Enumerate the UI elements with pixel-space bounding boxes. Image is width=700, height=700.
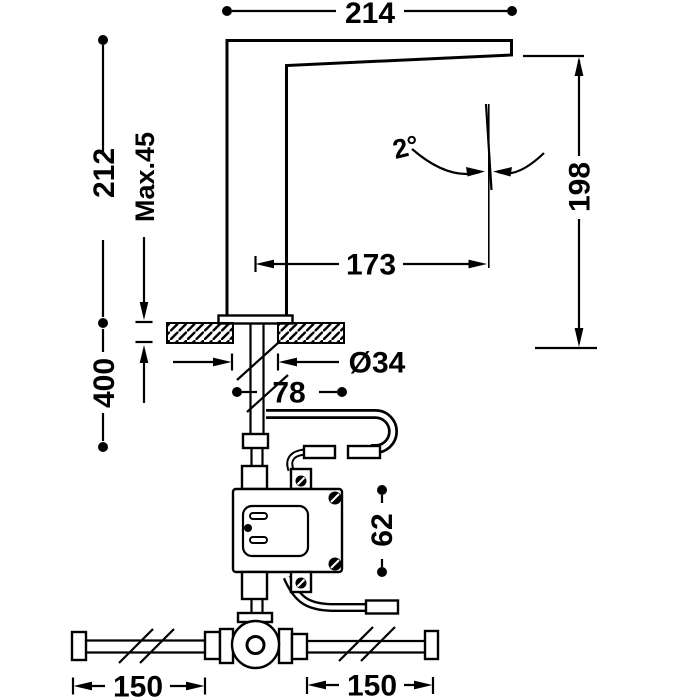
faucet-base-plate [217,314,294,325]
cover-dot [244,524,252,532]
dim-hose-offset: 78 [232,377,347,410]
dim-214-label: 214 [345,0,395,30]
dim-78-label: 78 [272,377,305,410]
box-inlet [240,464,269,491]
hose-coupler [241,432,270,450]
dim-hole-diameter: Ø34 [173,347,406,380]
dim-212-label: 212 [88,148,121,198]
dim-hose-length: 400 [88,329,121,452]
dim-top-width: 214 [222,0,517,30]
pipe-nut-left [203,630,222,661]
dim-198-label: 198 [563,162,596,212]
dim-spout-reach: 173 [254,249,487,282]
cover-slot-bottom [249,536,268,544]
cable-connector-left [302,444,337,460]
dim-height-above-counter: 212 [88,35,121,328]
dim-173-label: 173 [346,249,396,282]
dim-62-label: 62 [366,513,399,546]
dim-400-label: 400 [88,358,121,408]
dim-2deg-label: 2° [390,130,422,165]
cover-slot-top [249,512,268,520]
dim-max45-label: Max.45 [130,132,160,222]
cable-connector-bottom [364,599,400,615]
faucet-body [217,39,513,325]
dim-outlet-height: 198 [523,54,597,350]
countertop-hatch [166,322,345,344]
dim-d34-label: Ø34 [349,347,406,380]
sensor-cable-u-hose [266,409,398,454]
dim-right-supply: 150 [305,670,435,700]
pipe-cap-right [423,629,440,661]
pipe-break-symbol [338,626,396,662]
dim-left-supply: 150 [71,671,207,700]
outlet-angle: 2° [390,103,545,268]
tee-port [245,635,266,655]
dim-max-counter-thickness: Max.45 [130,132,160,403]
dim-150-left-label: 150 [113,671,163,700]
control-box-assembly [231,432,344,624]
dim-150-right-label: 150 [347,670,397,700]
box-outlet [240,570,269,601]
outlet-blade [484,103,493,191]
pipe-break-symbol [118,628,175,664]
pipe-nut-right [290,632,309,661]
dim-box-height: 62 [366,485,399,577]
pipe-cap-left [70,630,88,662]
supply-pipes [70,619,440,670]
box-cable [286,448,306,472]
cable-connector-right [346,444,382,460]
pipe-break-symbol [236,342,289,413]
faucet-shank-pipe [236,323,289,434]
tee-flange-right [277,627,294,665]
